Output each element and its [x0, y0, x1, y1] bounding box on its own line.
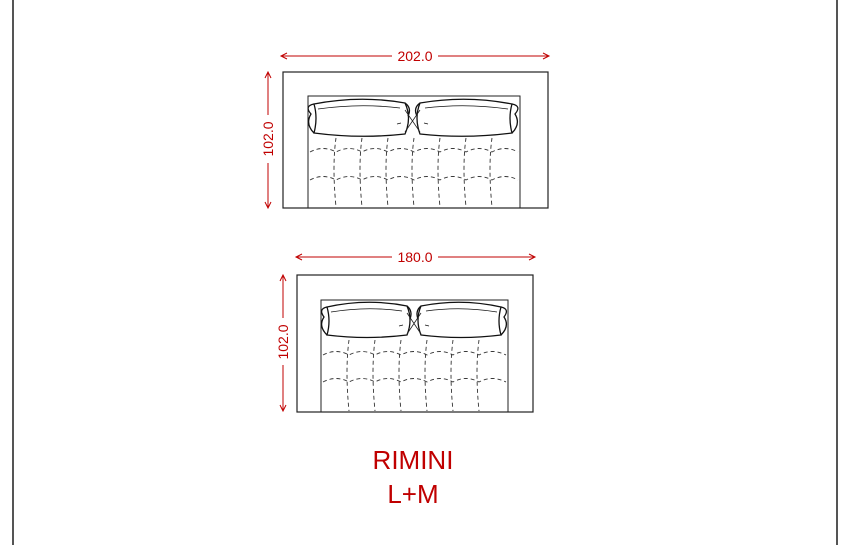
- sofa-1-quilting: [309, 137, 519, 208]
- sofa-1-depth-dimension: 102.0: [260, 70, 276, 210]
- sofa-1-seat: [307, 95, 521, 209]
- sofa-1-width-dimension: 202.0: [279, 48, 551, 64]
- sofa-2-width-label: 180.0: [397, 249, 432, 265]
- sofa-2-depth-dimension: 102.0: [275, 273, 291, 413]
- frame-border-left: [12, 0, 14, 545]
- model-code: L+M: [387, 479, 439, 509]
- sofa-1-pillow-left: [307, 98, 411, 137]
- frame-border-right: [836, 0, 838, 545]
- sofa-2-seat: [320, 299, 509, 413]
- sofa-2-depth-label: 102.0: [275, 324, 291, 359]
- sofa-2-quilting: [322, 339, 507, 412]
- sofa-2-pillow-right: [416, 301, 508, 339]
- sofa-1-width-label: 202.0: [397, 48, 432, 64]
- sofa-2: 180.0 102.0: [275, 249, 537, 413]
- sofa-1-depth-label: 102.0: [260, 121, 276, 156]
- sofa-1: 202.0 102.0: [260, 48, 551, 210]
- model-name: RIMINI: [372, 445, 454, 475]
- sofa-2-pillow-left: [320, 301, 412, 339]
- sofa-1-outline: [282, 71, 549, 209]
- sofa-2-width-dimension: 180.0: [294, 249, 537, 265]
- sofa-2-outline: [296, 274, 534, 413]
- sofa-1-pillow-right: [414, 98, 519, 137]
